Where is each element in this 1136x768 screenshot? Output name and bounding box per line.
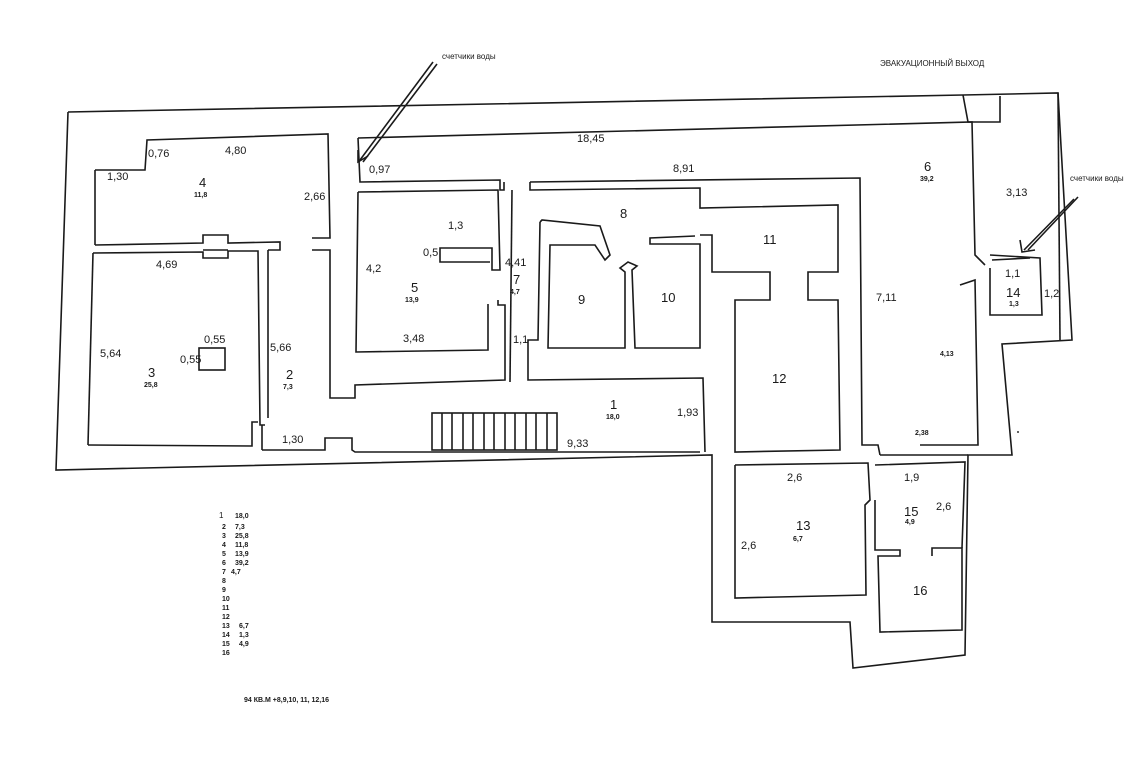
area-table-value: 7,3	[235, 524, 245, 531]
dimension-label: 1,1	[1005, 268, 1020, 280]
dimension-label: 1,3	[448, 220, 463, 232]
room-7-area: 4,7	[510, 289, 520, 296]
water-meter-arrow-right	[1019, 196, 1079, 253]
area-table-number: 12	[222, 614, 230, 621]
room-12-number: 12	[772, 371, 786, 386]
dimension-label: 3,48	[403, 333, 424, 345]
dimension-label: 2,6	[741, 540, 756, 552]
room-3-area: 25,8	[144, 382, 158, 389]
room-15-number: 15	[904, 504, 918, 519]
middle-block-walls	[355, 121, 986, 456]
dimension-label: 5,66	[270, 342, 291, 354]
room-9-number: 9	[578, 292, 585, 307]
room-8-number: 8	[620, 206, 627, 221]
area-table-value: 18,0	[235, 513, 249, 520]
room-5-area: 13,9	[405, 297, 419, 304]
dimension-label: 0,76	[148, 148, 169, 160]
room-10-number: 10	[661, 290, 675, 305]
dimension-label: 3,13	[1006, 187, 1027, 199]
room-4-area: 11,8	[194, 192, 207, 199]
dimension-label: 1,93	[677, 407, 698, 419]
area-table: 1 18,0 2 7,3 3 25,8 4 11,8 5 13,9 6 39,2…	[219, 511, 249, 657]
room-13-area: 6,7	[793, 536, 803, 543]
area-table-value: 6,7	[239, 623, 249, 630]
room-13-number: 13	[796, 518, 810, 533]
room-2-number: 2	[286, 367, 293, 382]
evacuation-exit-note: ЭВАКУАЦИОННЫЙ ВЫХОД	[880, 59, 985, 68]
total-area-note: 94 КВ.М +8,9,10, 11, 12,16	[244, 697, 329, 704]
dimension-label: 4,80	[225, 145, 246, 157]
dimension-label: 9,33	[567, 438, 588, 450]
area-table-value: 11,8	[235, 542, 248, 549]
room-7-number: 7	[513, 272, 520, 287]
dimension-label: 1,9	[904, 472, 919, 484]
dimension-label: 0,55	[180, 354, 201, 366]
area-table-number: 11	[222, 605, 230, 612]
area-table-value: 25,8	[235, 533, 249, 540]
dimension-label: 4,41	[505, 257, 526, 269]
room-5-number: 5	[411, 280, 418, 295]
room-14-area: 1,3	[1009, 301, 1019, 308]
room-4-number: 4	[199, 175, 206, 190]
dimension-label: 0,55	[204, 334, 225, 346]
left-block-walls	[87, 133, 700, 453]
area-table-number: 16	[222, 650, 230, 657]
room-11-number: 11	[763, 232, 777, 247]
area-table-value: 4,9	[239, 641, 249, 648]
dimension-label: 18,45	[577, 133, 605, 145]
water-meter-arrow-left	[357, 61, 438, 164]
area-table-value: 39,2	[235, 560, 249, 567]
dimension-label: 4,13	[940, 351, 954, 358]
area-table-number: 10	[222, 596, 230, 603]
area-table-value: 13,9	[235, 551, 249, 558]
area-table-number: 7	[222, 569, 226, 576]
area-table-number: 14	[222, 632, 230, 639]
dimension-label: 0,97	[369, 164, 390, 176]
dimension-label: 1,1	[513, 334, 528, 346]
area-table-value: 4,7	[231, 569, 241, 576]
area-table-number: 1	[219, 511, 224, 520]
dimension-label: 1,30	[107, 171, 128, 183]
dimension-label: 2,6	[936, 501, 951, 513]
area-table-value: 1,3	[239, 632, 249, 639]
area-table-number: 13	[222, 623, 230, 630]
area-table-number: 3	[222, 533, 226, 540]
room-1-number: 1	[610, 397, 617, 412]
room-16-number: 16	[913, 583, 927, 598]
dimension-label: 1,2	[1044, 288, 1059, 300]
room-3-number: 3	[148, 365, 155, 380]
dimension-label: 8,91	[673, 163, 694, 175]
dimension-label: 4,69	[156, 259, 177, 271]
stray-dot	[1017, 431, 1019, 433]
staircase	[431, 412, 558, 451]
dimension-label: 2,66	[304, 191, 325, 203]
room-6-number: 6	[924, 159, 931, 174]
dimension-label: 1,30	[282, 434, 303, 446]
room-14-number: 14	[1006, 285, 1020, 300]
area-table-number: 2	[222, 524, 226, 531]
area-table-number: 4	[222, 542, 226, 549]
room-6-area: 39,2	[920, 176, 934, 183]
room-2-area: 7,3	[283, 384, 293, 391]
area-table-number: 15	[222, 641, 230, 648]
water-meters-note-right: счетчики воды	[1070, 174, 1124, 183]
dimension-label: 7,11	[876, 292, 897, 304]
dimension-label: 5,64	[100, 348, 121, 360]
dimension-label: 2,38	[915, 430, 929, 437]
dimension-label: 2,6	[787, 472, 802, 484]
dimension-label: 0,5	[423, 247, 438, 259]
dimension-label: 4,2	[366, 263, 381, 275]
area-table-number: 6	[222, 560, 226, 567]
room-15-area: 4,9	[905, 519, 915, 526]
area-table-number: 9	[222, 587, 226, 594]
water-meters-note-top: счетчики воды	[442, 52, 496, 61]
area-table-number: 8	[222, 578, 226, 585]
right-block-walls	[734, 254, 1043, 633]
room-1-area: 18,0	[606, 414, 620, 421]
area-table-number: 5	[222, 551, 226, 558]
